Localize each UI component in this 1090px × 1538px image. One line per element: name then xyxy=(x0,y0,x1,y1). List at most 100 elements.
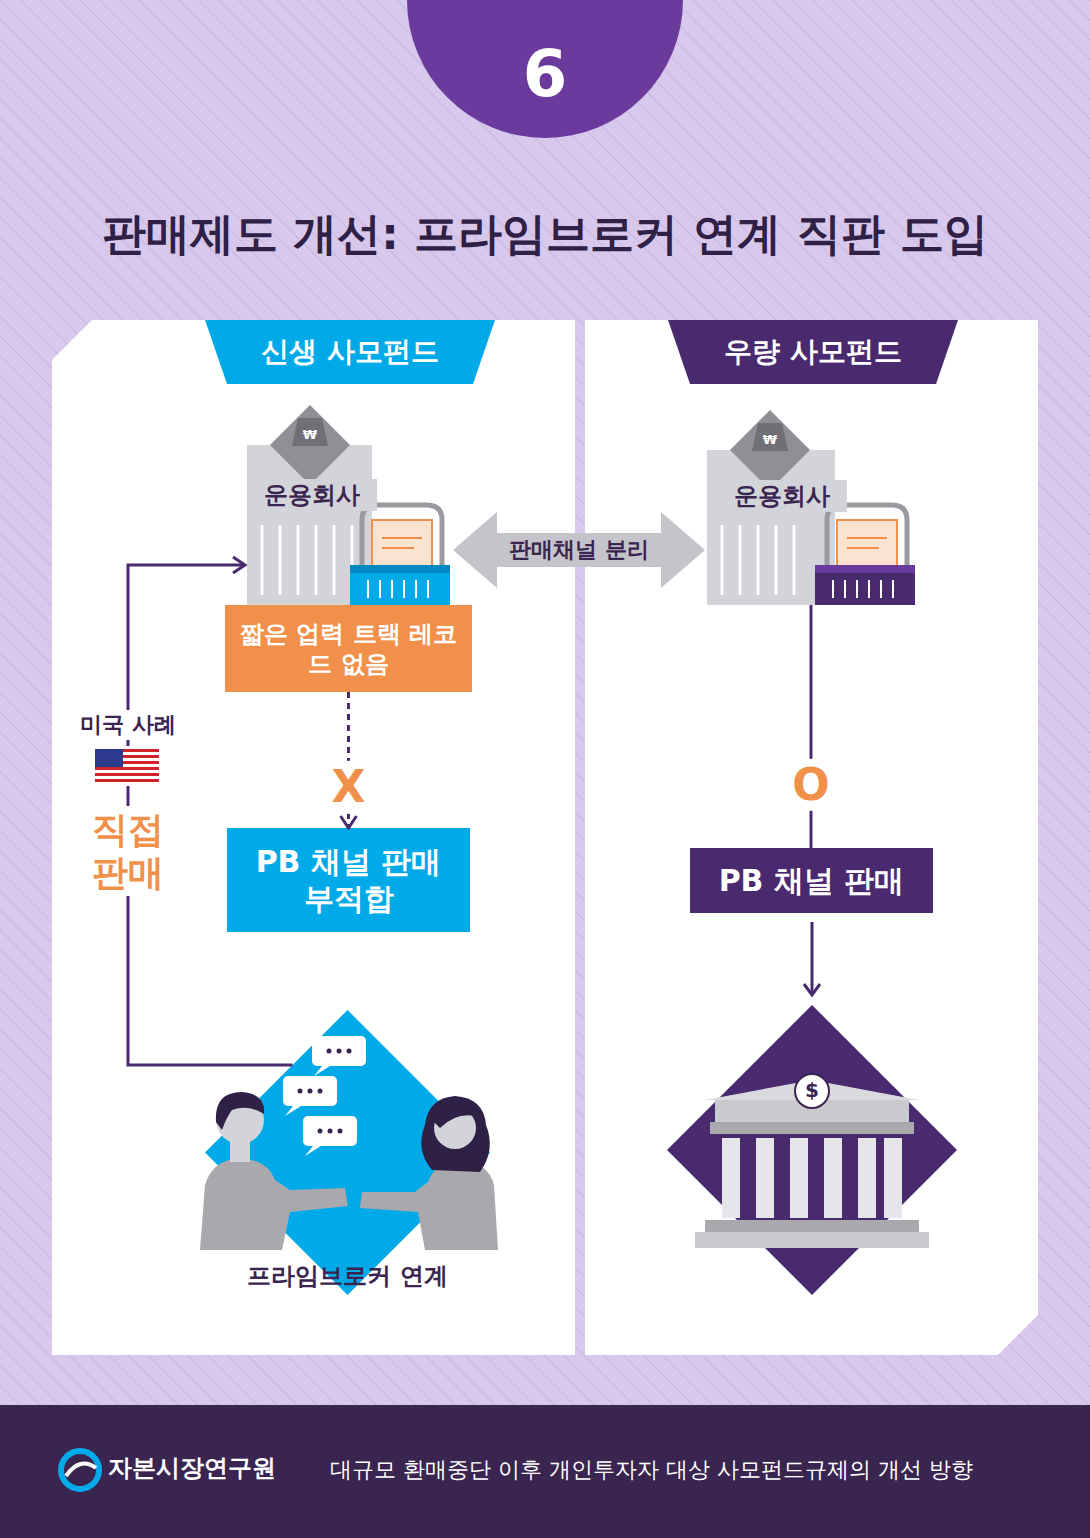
building-illustration xyxy=(707,410,915,605)
bank-illustration xyxy=(695,1232,929,1248)
building-illustration xyxy=(372,520,432,568)
building-illustration xyxy=(297,525,300,595)
report-title: 대규모 환매중단 이후 개인투자자 대상 사모펀드규제의 개선 방향 xyxy=(330,1457,973,1483)
people-illustration xyxy=(305,1146,321,1156)
us-flag xyxy=(95,749,123,767)
people-illustration xyxy=(303,1116,357,1146)
panel: 우량 사모펀드운용회사 PB 채널 판매 xyxy=(585,320,1038,1355)
people-illustration xyxy=(434,1107,476,1149)
bank-illustration xyxy=(790,1138,808,1218)
people-illustration xyxy=(216,1096,264,1144)
building-illustration xyxy=(847,547,879,549)
bank-illustration xyxy=(667,922,957,1295)
panel-shape xyxy=(585,320,1038,1355)
people-illustration xyxy=(421,1096,490,1172)
us-flag xyxy=(95,767,159,770)
edge-label: X xyxy=(326,761,372,813)
double-arrow xyxy=(493,533,665,567)
us-flag xyxy=(95,779,159,782)
us-flag xyxy=(95,749,159,782)
building-illustration xyxy=(721,525,724,595)
number-circle xyxy=(407,0,683,138)
bank-illustration xyxy=(884,1138,902,1218)
logo-mark xyxy=(61,1451,99,1489)
building-illustration xyxy=(368,580,428,598)
people-illustration xyxy=(328,1129,333,1134)
people-illustration xyxy=(347,1049,352,1054)
bank-illustration xyxy=(811,922,814,995)
people-illustration xyxy=(327,1049,332,1054)
panel-outline xyxy=(52,320,575,1355)
people-illustration xyxy=(298,1089,303,1094)
building-illustration xyxy=(315,525,318,595)
section-number: 6 xyxy=(523,36,568,113)
people-illustration xyxy=(200,1036,498,1250)
bank-illustration xyxy=(715,1100,909,1122)
building-illustration xyxy=(261,525,264,595)
diamond-shape xyxy=(205,1010,490,1295)
us-flag xyxy=(92,746,162,786)
company-label: 운용회사 xyxy=(717,480,847,512)
building-illustration xyxy=(333,525,336,595)
building-illustration xyxy=(427,580,429,598)
process-box: 짧은 업력 트랙 레코드 없음 xyxy=(225,605,472,692)
bank-illustration xyxy=(705,1220,919,1232)
diamond-caption: 프라임브로커 연계 xyxy=(185,1260,510,1292)
panel-outline xyxy=(585,320,1038,1355)
logo-mark xyxy=(61,1451,99,1489)
process-box: PB 채널 판매 부적합 xyxy=(227,828,470,932)
building-illustration xyxy=(892,580,894,598)
currency-symbol: ₩ xyxy=(763,432,777,448)
building-illustration xyxy=(247,445,372,605)
building-illustration xyxy=(382,537,422,539)
people-illustration xyxy=(360,1160,498,1250)
note-label: 직접 판매 xyxy=(83,806,174,896)
people-illustration xyxy=(337,1049,342,1054)
title: 판매제도 개선: 프라임브로커 연계 직판 도입 xyxy=(25,205,1065,264)
people-illustration xyxy=(283,1076,337,1106)
organization-name: 자본시장연구원 xyxy=(108,1454,276,1483)
building-illustration xyxy=(757,525,760,595)
building-illustration xyxy=(739,525,742,595)
arrowhead xyxy=(453,512,497,588)
building-illustration xyxy=(262,525,352,595)
building-illustration xyxy=(847,537,887,539)
building-illustration xyxy=(350,565,450,605)
box-text: PB 채널 판매 부적합 xyxy=(239,843,458,918)
us-flag xyxy=(95,761,159,764)
building-illustration xyxy=(752,423,788,451)
people-illustration xyxy=(318,1129,323,1134)
building-illustration xyxy=(856,580,858,598)
building-illustration xyxy=(707,450,835,605)
people-illustration xyxy=(216,1092,264,1130)
building-illustration xyxy=(403,580,405,598)
striped-ground xyxy=(0,0,1090,1405)
bank-illustration xyxy=(756,1138,774,1218)
building-illustration xyxy=(382,547,414,549)
logo-mark xyxy=(66,1464,96,1477)
process-box: PB 채널 판매 xyxy=(690,848,933,913)
building-illustration xyxy=(868,580,870,598)
building-illustration xyxy=(722,525,794,595)
arrowhead xyxy=(661,512,705,588)
us-flag xyxy=(95,755,159,758)
building-illustration xyxy=(350,565,450,573)
us-flag xyxy=(95,773,159,776)
company-node: 운용회사 xyxy=(705,410,917,605)
note-label: 미국 사례 xyxy=(76,710,180,740)
building-illustration xyxy=(415,580,417,598)
building-illustration xyxy=(880,580,882,598)
bank-illustration xyxy=(824,1138,842,1218)
panel-heading: 우량 사모펀드 xyxy=(668,320,958,384)
company-label: 운용회사 xyxy=(247,479,377,511)
diamond-outline xyxy=(205,1010,490,1295)
bank-illustration xyxy=(710,1122,914,1134)
us-flag xyxy=(95,749,159,752)
building-illustration xyxy=(827,505,907,565)
diamond-node: 프라임브로커 연계 xyxy=(205,1010,490,1295)
people-illustration xyxy=(434,1102,476,1128)
building-illustration xyxy=(279,525,282,595)
currency-symbol: ₩ xyxy=(303,427,317,443)
us-flag xyxy=(92,746,162,786)
